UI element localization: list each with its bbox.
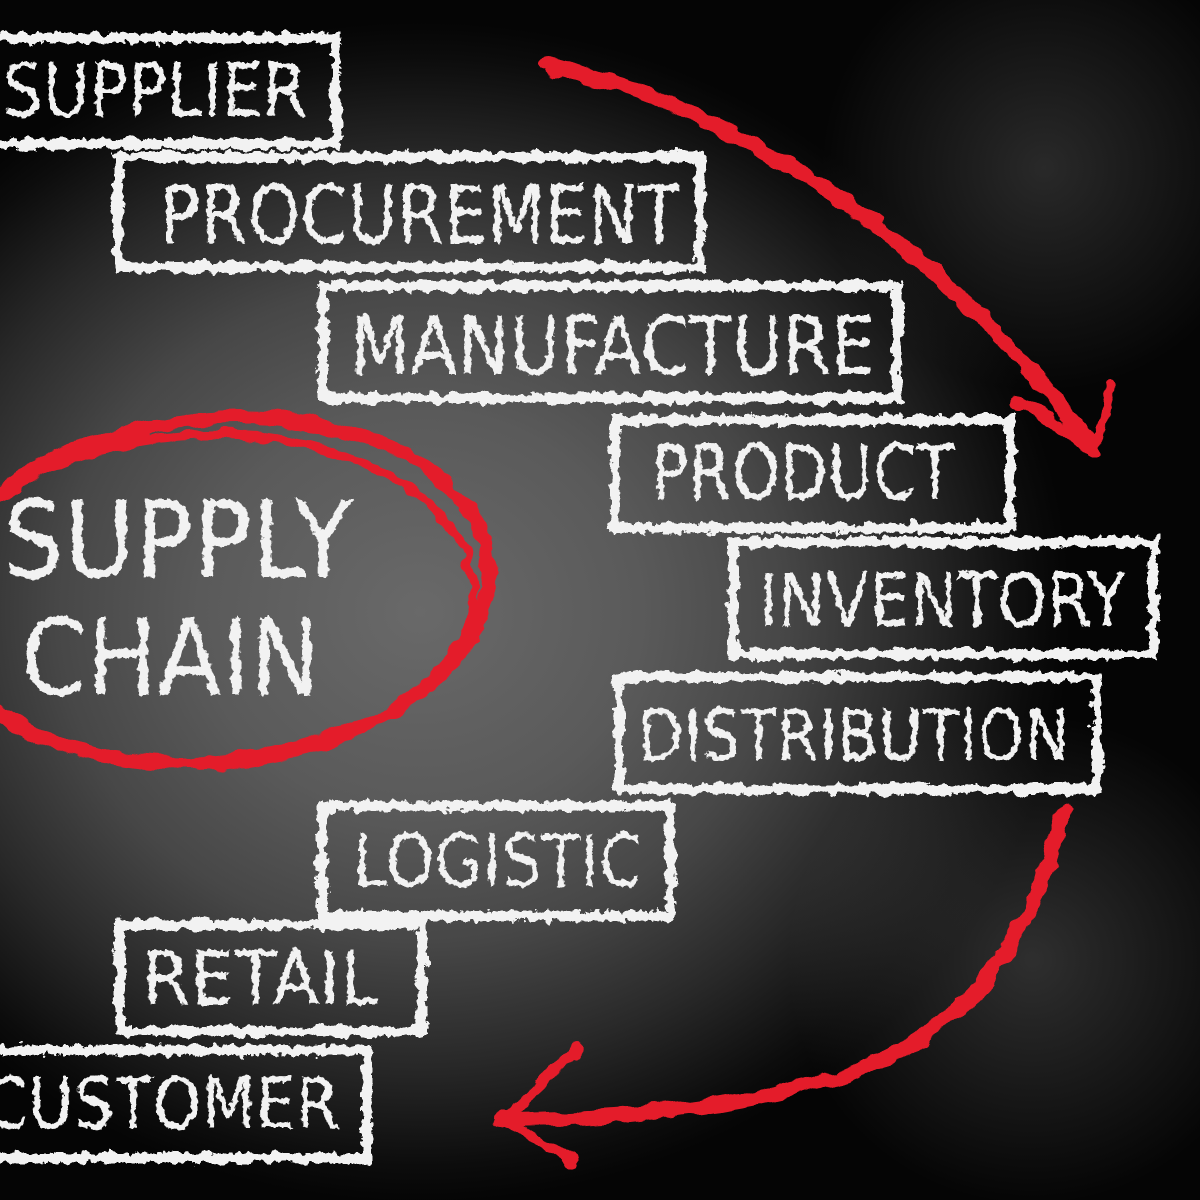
- node-supplier-box: [0, 33, 341, 149]
- node-distribution-label: DISTRIBUTION: [638, 695, 1070, 777]
- red-circle-annotation: [0, 410, 497, 772]
- curved-arrow-down-left-icon: [494, 802, 1071, 1168]
- node-supplier-label: SUPPLIER: [3, 48, 308, 134]
- node-procurement-box: [113, 152, 705, 272]
- node-logistic-label: LOGISTIC: [353, 819, 643, 903]
- node-product-box: [610, 415, 1015, 533]
- node-product-label: PRODUCT: [652, 428, 955, 517]
- node-distribution-box: [614, 672, 1102, 794]
- node-procurement-label: PROCUREMENT: [160, 169, 680, 262]
- supply-chain-title-line2: CHAIN: [21, 597, 321, 720]
- node-inventory: INVENTORY: [728, 537, 1158, 659]
- node-customer-box: [0, 1045, 372, 1163]
- node-manufacture-box: [318, 281, 902, 403]
- node-inventory-box: [728, 537, 1158, 659]
- node-logistic: LOGISTIC: [317, 801, 675, 921]
- node-procurement: PROCUREMENT: [113, 152, 705, 272]
- node-customer: CUSTOMER: [0, 1045, 372, 1163]
- node-distribution: DISTRIBUTION: [614, 672, 1102, 794]
- supply-chain-title-line1: SUPPLY: [3, 479, 353, 602]
- node-retail: RETAIL: [115, 920, 427, 1036]
- node-customer-label: CUSTOMER: [0, 1063, 340, 1145]
- supply-chain-center: SUPPLY CHAIN: [0, 410, 497, 772]
- node-product: PRODUCT: [610, 415, 1015, 533]
- node-retail-box: [115, 920, 427, 1036]
- node-retail-label: RETAIL: [143, 936, 380, 1022]
- node-supplier: SUPPLIER: [0, 33, 341, 149]
- node-manufacture-label: MANUFACTURE: [351, 300, 876, 393]
- node-manufacture: MANUFACTURE: [318, 281, 902, 403]
- curved-arrow-down-right-icon: [539, 56, 1116, 460]
- node-logistic-box: [317, 801, 675, 921]
- node-inventory-label: INVENTORY: [759, 558, 1127, 644]
